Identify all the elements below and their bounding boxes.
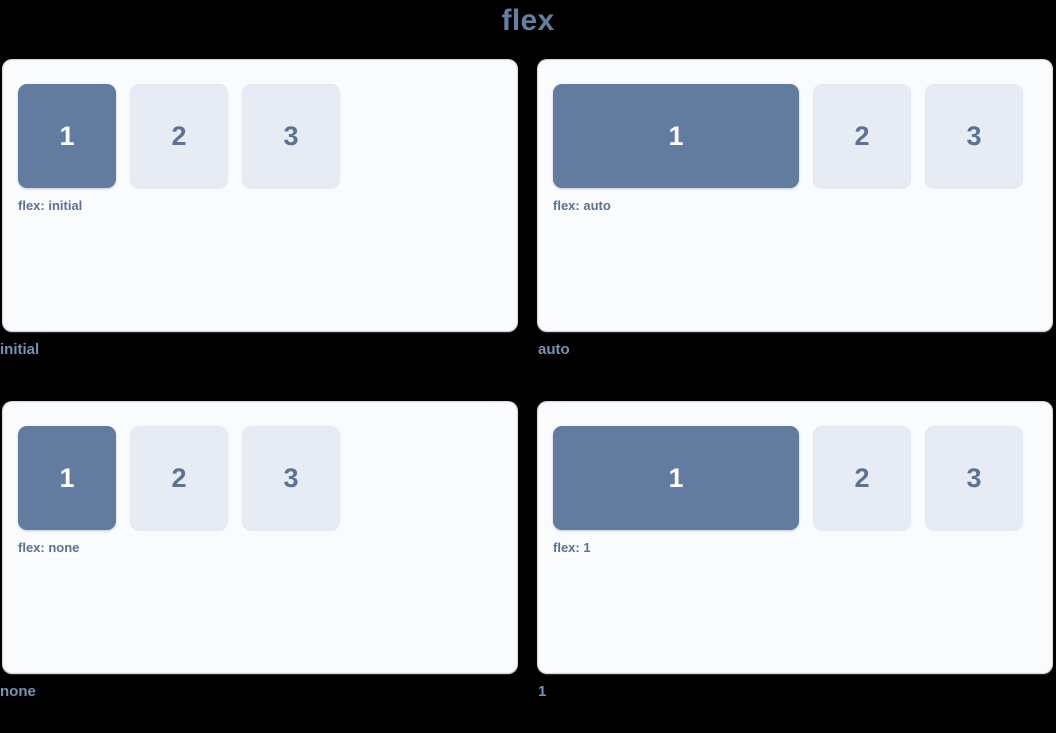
flex-item-3[interactable]: 3 [242, 84, 340, 188]
demo-grid: 1 2 3 flex: initial initial [0, 60, 1056, 701]
flex-item-1[interactable]: 1 [18, 426, 116, 530]
flex-container-initial: 1 2 3 [18, 84, 488, 188]
flex-item-label: 3 [966, 120, 982, 151]
demo-label-initial: initial [0, 341, 40, 358]
flex-item-label: 1 [668, 120, 684, 151]
flex-container-panel-auto: 1 2 3 flex: auto [538, 60, 1052, 331]
flex-item-3[interactable]: 3 [925, 426, 1023, 530]
flex-container-auto: 1 2 3 [553, 84, 1023, 188]
flex-item-2[interactable]: 2 [813, 84, 911, 188]
demo-cell-auto: 1 2 3 flex: auto auto [538, 60, 1052, 359]
flex-item-label: 2 [171, 120, 187, 151]
flex-item-label: 1 [59, 120, 75, 151]
flex-item-2[interactable]: 2 [130, 84, 228, 188]
demo-cell-none: 1 2 3 flex: none none [0, 402, 517, 701]
flex-item-2[interactable]: 2 [130, 426, 228, 530]
flex-item-1[interactable]: 1 [553, 426, 799, 530]
demo-row: 1 2 3 flex: initial initial [0, 60, 1056, 359]
demo-label-auto: auto [538, 341, 570, 358]
demo-cell-initial: 1 2 3 flex: initial initial [0, 60, 517, 359]
flex-item-label: 3 [283, 462, 299, 493]
flex-item-3[interactable]: 3 [242, 426, 340, 530]
flex-item-label: 3 [966, 462, 982, 493]
demo-label-one: 1 [538, 683, 547, 700]
page-title: flex [501, 4, 555, 37]
panel-caption-one: flex: 1 [553, 540, 591, 555]
flex-item-label: 2 [854, 462, 870, 493]
flex-item-1[interactable]: 1 [18, 84, 116, 188]
flex-item-label: 2 [854, 120, 870, 151]
flex-container-panel-one: 1 2 3 flex: 1 [538, 402, 1052, 673]
flex-container-one: 1 2 3 [553, 426, 1023, 530]
flex-item-3[interactable]: 3 [925, 84, 1023, 188]
flex-item-label: 2 [171, 462, 187, 493]
flex-item-1[interactable]: 1 [553, 84, 799, 188]
demo-label-none: none [0, 683, 36, 700]
flex-item-2[interactable]: 2 [813, 426, 911, 530]
panel-caption-auto: flex: auto [553, 198, 611, 213]
flex-container-panel-initial: 1 2 3 flex: initial [3, 60, 517, 331]
flex-item-label: 1 [59, 462, 75, 493]
demo-cell-one: 1 2 3 flex: 1 1 [538, 402, 1052, 701]
flex-item-label: 1 [668, 462, 684, 493]
flex-container-panel-none: 1 2 3 flex: none [3, 402, 517, 673]
flex-item-label: 3 [283, 120, 299, 151]
panel-caption-none: flex: none [18, 540, 80, 555]
panel-caption-initial: flex: initial [18, 198, 83, 213]
flex-container-none: 1 2 3 [18, 426, 488, 530]
demo-row: 1 2 3 flex: none none [0, 402, 1056, 701]
